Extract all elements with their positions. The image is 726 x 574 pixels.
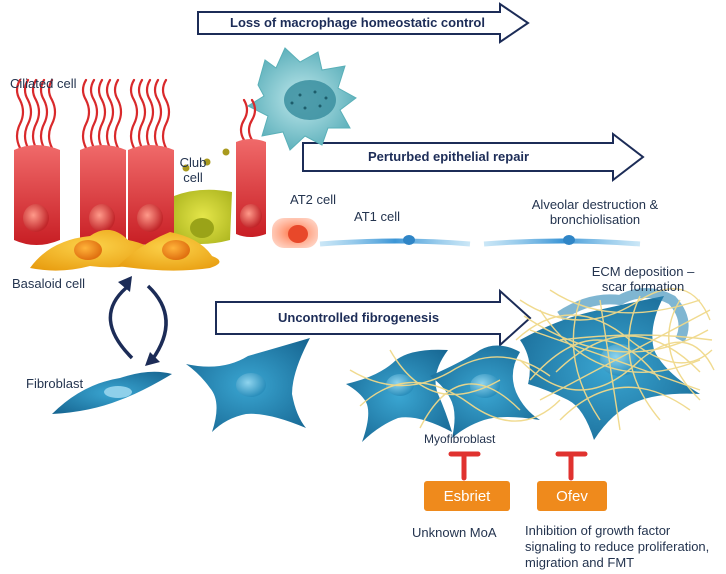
ciliated-cells [14,139,266,245]
at1-cells [319,235,641,247]
at2-cell [272,218,318,248]
note-ofev-line1: Inhibition of growth factor [525,523,671,538]
fibroblast-cell [52,371,172,414]
label-ecm-line2: scar formation [601,279,685,294]
drug-box-ofev: Ofev [537,481,607,511]
label-alveolar: Alveolar destruction & bronchiolisation [520,197,670,227]
drug-box-esbriet: Esbriet [424,481,510,511]
basaloid-cells [30,229,220,271]
cilia [15,78,257,150]
label-club-cell: Club cell [176,155,210,185]
cycle-arrowhead-down [145,352,160,366]
ecm-fibres [349,288,715,431]
note-ofev-line2: signaling to reduce proliferation, [525,539,710,554]
inhibit-symbol-esbriet [448,451,481,481]
note-ofev: Inhibition of growth factor signaling to… [525,523,709,571]
arrow-fibrogenesis [215,288,532,348]
arrow-text-fibrogenesis: Uncontrolled fibrogenesis [278,310,440,325]
label-myofibroblast: Myofibroblast [424,432,496,446]
label-at2-cell: AT2 cell [290,192,336,207]
arrow-epithelial [302,131,645,183]
arrow-macrophage [197,2,530,44]
macrophage-cell [246,47,357,151]
label-alveolar-line1: Alveolar destruction & [531,197,659,212]
label-fibroblast: Fibroblast [26,376,84,391]
label-alveolar-line2: bronchiolisation [549,212,641,227]
label-club-line2: cell [183,170,203,185]
arrow-text-epithelial: Perturbed epithelial repair [368,149,530,164]
label-basaloid-cell: Basaloid cell [12,276,85,291]
cycle-arrows [108,284,168,362]
label-ciliated-cell: Ciliated cell [10,76,77,91]
arrow-text-macrophage: Loss of macrophage homeostatic control [230,15,485,30]
note-esbriet: Unknown MoA [412,525,497,540]
label-at1-cell: AT1 cell [354,209,400,224]
cycle-arrowhead-up [118,276,132,292]
club-cell [174,148,232,244]
label-ecm: ECM deposition – scar formation [578,264,708,294]
inhibit-symbol-ofev [555,451,588,481]
activated-fibroblast-cell [186,338,310,432]
label-ecm-line1: ECM deposition – [591,264,695,279]
note-ofev-line3: migration and FMT [525,555,635,570]
label-club-line1: Club [179,155,207,170]
